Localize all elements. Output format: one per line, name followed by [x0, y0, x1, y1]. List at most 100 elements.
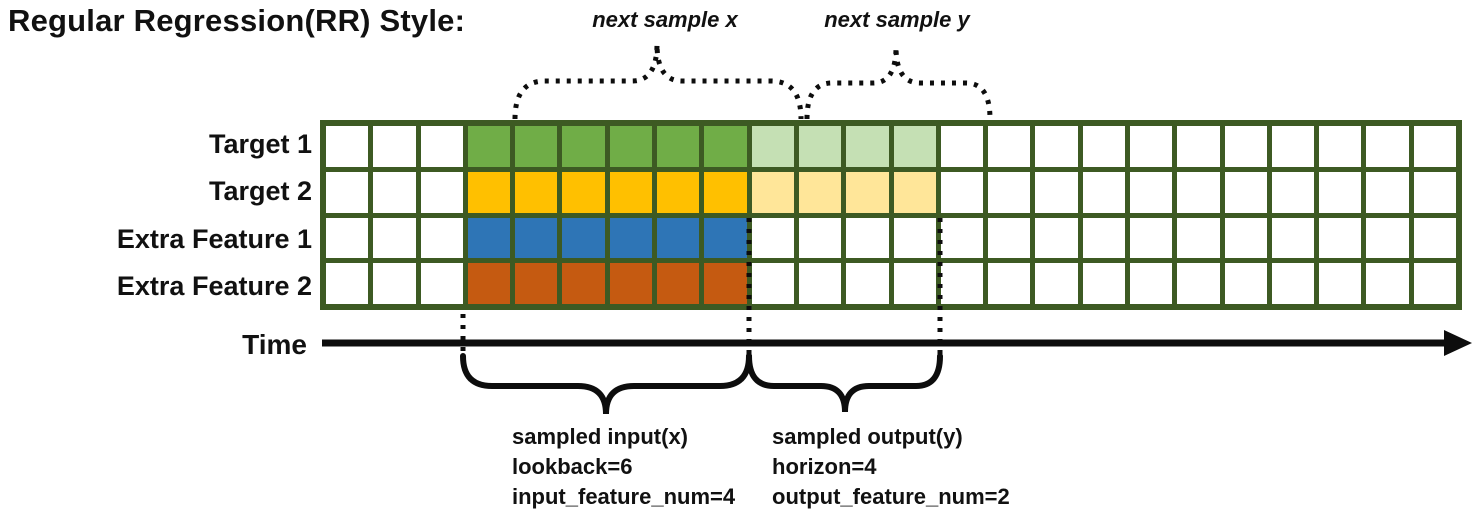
grid-cell	[846, 171, 889, 213]
grid-cell	[420, 217, 463, 259]
grid-cell	[1035, 126, 1078, 167]
grid-cell	[1224, 263, 1267, 304]
grid-cell	[609, 217, 653, 259]
grid-cell	[515, 263, 558, 304]
grid-cell	[1082, 171, 1125, 213]
grid-cell	[1413, 217, 1456, 259]
grid-cell	[1177, 171, 1220, 213]
grid-cell	[1413, 126, 1456, 167]
grid-cell	[326, 217, 369, 259]
next-sample-y-label: next sample y	[824, 7, 970, 32]
grid-cell	[657, 126, 700, 167]
grid-cell	[1129, 217, 1173, 259]
grid-cell	[940, 126, 984, 167]
grid-cell	[1129, 126, 1173, 167]
grid-cell	[562, 217, 605, 259]
grid-cell	[1082, 126, 1125, 167]
grid-cell	[1366, 217, 1409, 259]
grid-cell	[373, 171, 416, 213]
figure-title: Regular Regression(RR) Style:	[8, 3, 466, 38]
grid-cell	[609, 263, 653, 304]
grid-cell	[798, 217, 842, 259]
grid-cell	[1224, 171, 1267, 213]
sampled-output-title: sampled output(y)	[772, 424, 963, 449]
grid-cell	[751, 171, 794, 213]
time-series-grid	[320, 120, 1462, 310]
grid-cell	[1177, 126, 1220, 167]
grid-cell	[1366, 171, 1409, 213]
grid-cell	[751, 126, 794, 167]
grid-cell	[1271, 263, 1315, 304]
next-sample-x-brace	[512, 43, 804, 120]
sampled-output-note: sampled output(y) horizon=4 output_featu…	[772, 422, 1010, 512]
grid-cell	[467, 217, 511, 259]
row-label-target-2: Target 2	[208, 176, 312, 206]
time-axis-arrowhead	[1444, 330, 1472, 356]
grid-cell	[704, 171, 747, 213]
grid-cell	[988, 263, 1031, 304]
grid-cell	[515, 171, 558, 213]
sampled-output-brace	[746, 353, 943, 413]
grid-cell	[609, 126, 653, 167]
grid-cell	[846, 217, 889, 259]
grid-cell	[1271, 126, 1315, 167]
grid-cell	[326, 263, 369, 304]
grid-cell	[1413, 171, 1456, 213]
grid-cell	[1319, 126, 1362, 167]
grid-cell	[1366, 263, 1409, 304]
grid-cell	[1035, 171, 1078, 213]
grid-cell	[420, 126, 463, 167]
grid-cell	[420, 171, 463, 213]
grid-cell	[467, 263, 511, 304]
grid-cell	[1082, 263, 1125, 304]
grid-cell	[798, 171, 842, 213]
grid-cell	[515, 126, 558, 167]
grid-cell	[988, 171, 1031, 213]
grid-cell	[1177, 217, 1220, 259]
grid-cell	[515, 217, 558, 259]
grid-cell	[704, 126, 747, 167]
grid-cell	[657, 171, 700, 213]
row-label-target-1: Target 1	[208, 129, 312, 159]
grid-cell	[940, 171, 984, 213]
sampled-input-note: sampled input(x) lookback=6 input_featur…	[512, 422, 735, 512]
grid-cell	[846, 126, 889, 167]
grid-cell	[562, 171, 605, 213]
grid-cell	[1319, 263, 1362, 304]
grid-cell	[562, 263, 605, 304]
grid-cell	[1224, 217, 1267, 259]
grid-cell	[1319, 171, 1362, 213]
grid-cell	[1413, 263, 1456, 304]
grid-cell	[657, 217, 700, 259]
next-sample-x-label: next sample x	[592, 7, 738, 32]
input-feature-num-value: input_feature_num=4	[512, 484, 736, 509]
grid-cell	[1035, 217, 1078, 259]
sampled-input-title: sampled input(x)	[512, 424, 689, 449]
grid-cell	[704, 263, 747, 304]
grid-cell	[1129, 171, 1173, 213]
grid-cell	[609, 171, 653, 213]
sampled-input-brace	[460, 353, 752, 415]
grid-cell	[751, 263, 794, 304]
grid-cell	[940, 263, 984, 304]
grid-cell	[467, 171, 511, 213]
grid-cell	[846, 263, 889, 304]
row-label-extra-feature-1: Extra Feature 1	[116, 224, 312, 254]
grid-cell	[1271, 217, 1315, 259]
grid-cell	[1177, 263, 1220, 304]
grid-cell	[1271, 171, 1315, 213]
horizon-value: horizon=4	[772, 454, 877, 479]
grid-cell	[562, 126, 605, 167]
grid-cell	[988, 126, 1031, 167]
grid-cell	[1319, 217, 1362, 259]
lookback-value: lookback=6	[512, 454, 633, 479]
grid-cell	[373, 126, 416, 167]
row-label-extra-feature-2: Extra Feature 2	[116, 271, 312, 301]
grid-cell	[893, 126, 936, 167]
grid-cell	[657, 263, 700, 304]
time-axis-label: Time	[242, 329, 307, 360]
grid-cell	[893, 217, 936, 259]
grid-cell	[798, 263, 842, 304]
grid-cell	[751, 217, 794, 259]
